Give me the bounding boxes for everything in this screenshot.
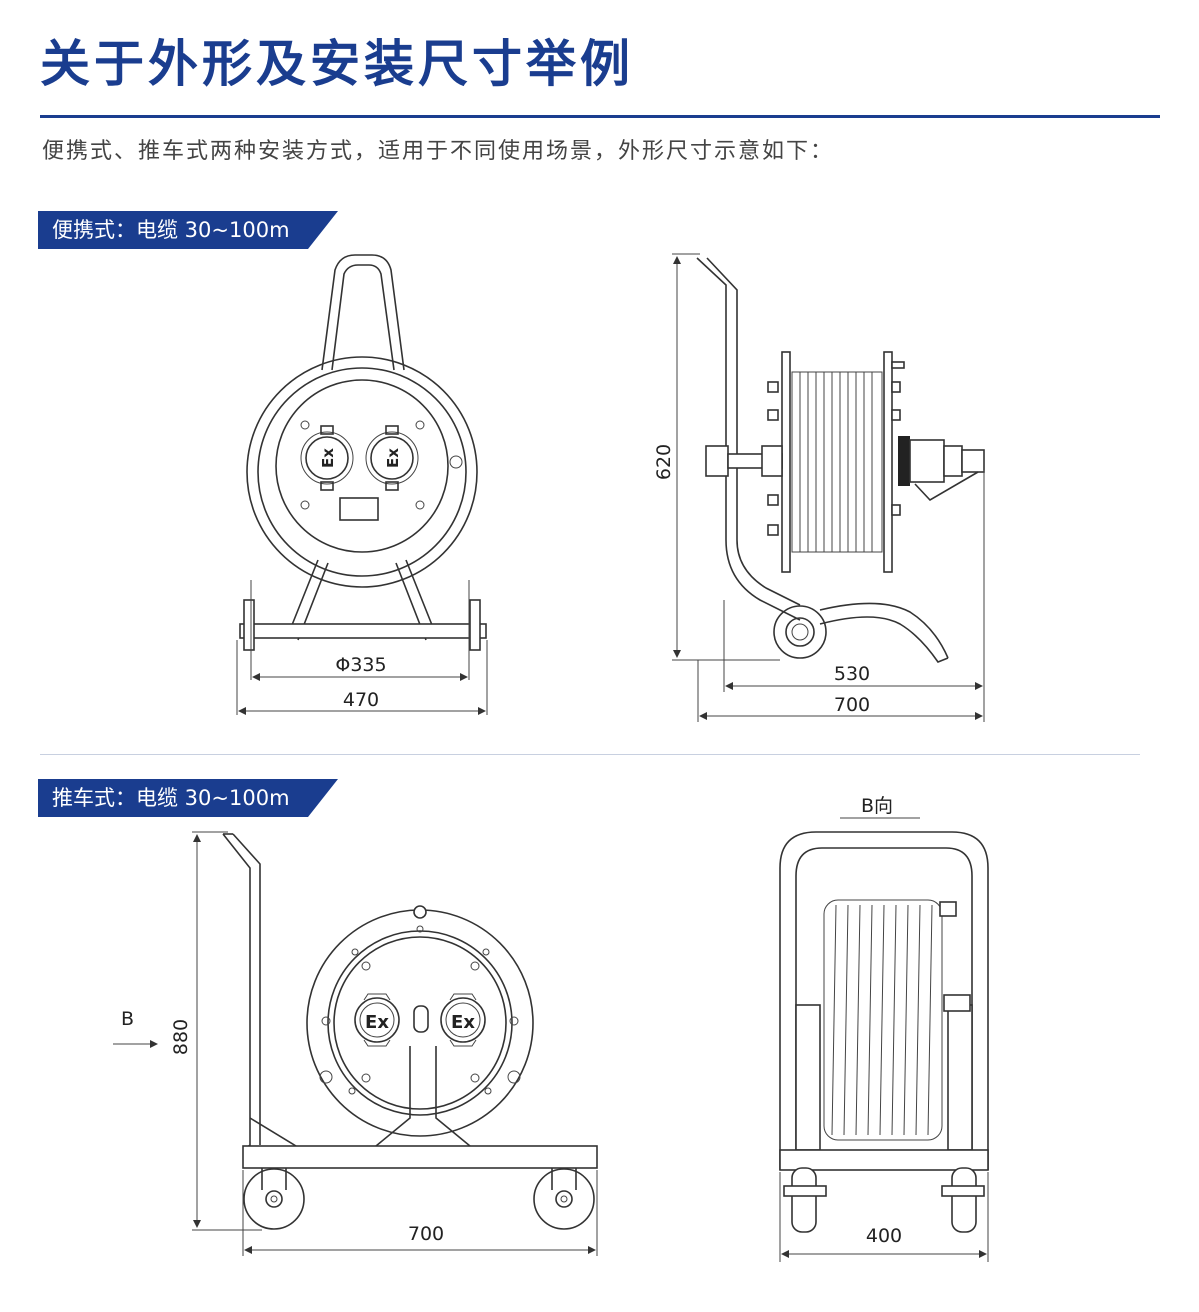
portable-front-view: Ex Ex Φ335 470 — [236, 254, 488, 715]
section-tag-portable: 便携式：电缆 30~100m — [38, 211, 338, 249]
ex-socket-icon — [365, 425, 419, 491]
ex-socket-icon — [440, 993, 486, 1047]
title-underline — [40, 115, 1160, 118]
ex-mark: Ex — [319, 448, 337, 468]
section-divider — [40, 754, 1140, 755]
section-tag-cart: 推车式：电缆 30~100m — [38, 779, 338, 817]
plug-connector — [898, 436, 985, 502]
dim-width: 400 — [866, 1225, 902, 1247]
ex-socket-icon — [300, 425, 354, 491]
dim-length: 700 — [408, 1223, 444, 1245]
ex-mark: Ex — [384, 448, 402, 468]
dim-depth: 700 — [834, 694, 870, 716]
view-arrow-label: B — [121, 1008, 134, 1030]
cart-side-view: Ex Ex B 880 700 — [113, 831, 598, 1256]
dim-diameter: Φ335 — [335, 654, 386, 676]
intro-text: 便携式、推车式两种安装方式，适用于不同使用场景，外形尺寸示意如下： — [42, 139, 835, 164]
ex-mark: Ex — [451, 1012, 475, 1033]
dim-width: 470 — [343, 689, 379, 711]
view-label: B向 — [861, 795, 893, 817]
dim-depth-inner: 530 — [834, 663, 870, 685]
dim-height: 620 — [653, 444, 675, 480]
portable-side-view: 620 530 700 — [653, 253, 985, 722]
cart-back-view: B向 400 — [779, 795, 989, 1262]
dim-height: 880 — [170, 1019, 192, 1055]
cable-coil — [791, 371, 883, 553]
ex-mark: Ex — [365, 1012, 389, 1033]
cable-coil — [823, 899, 957, 1141]
page-title: 关于外形及安装尺寸举例 — [40, 35, 634, 93]
ex-socket-icon — [354, 993, 400, 1047]
